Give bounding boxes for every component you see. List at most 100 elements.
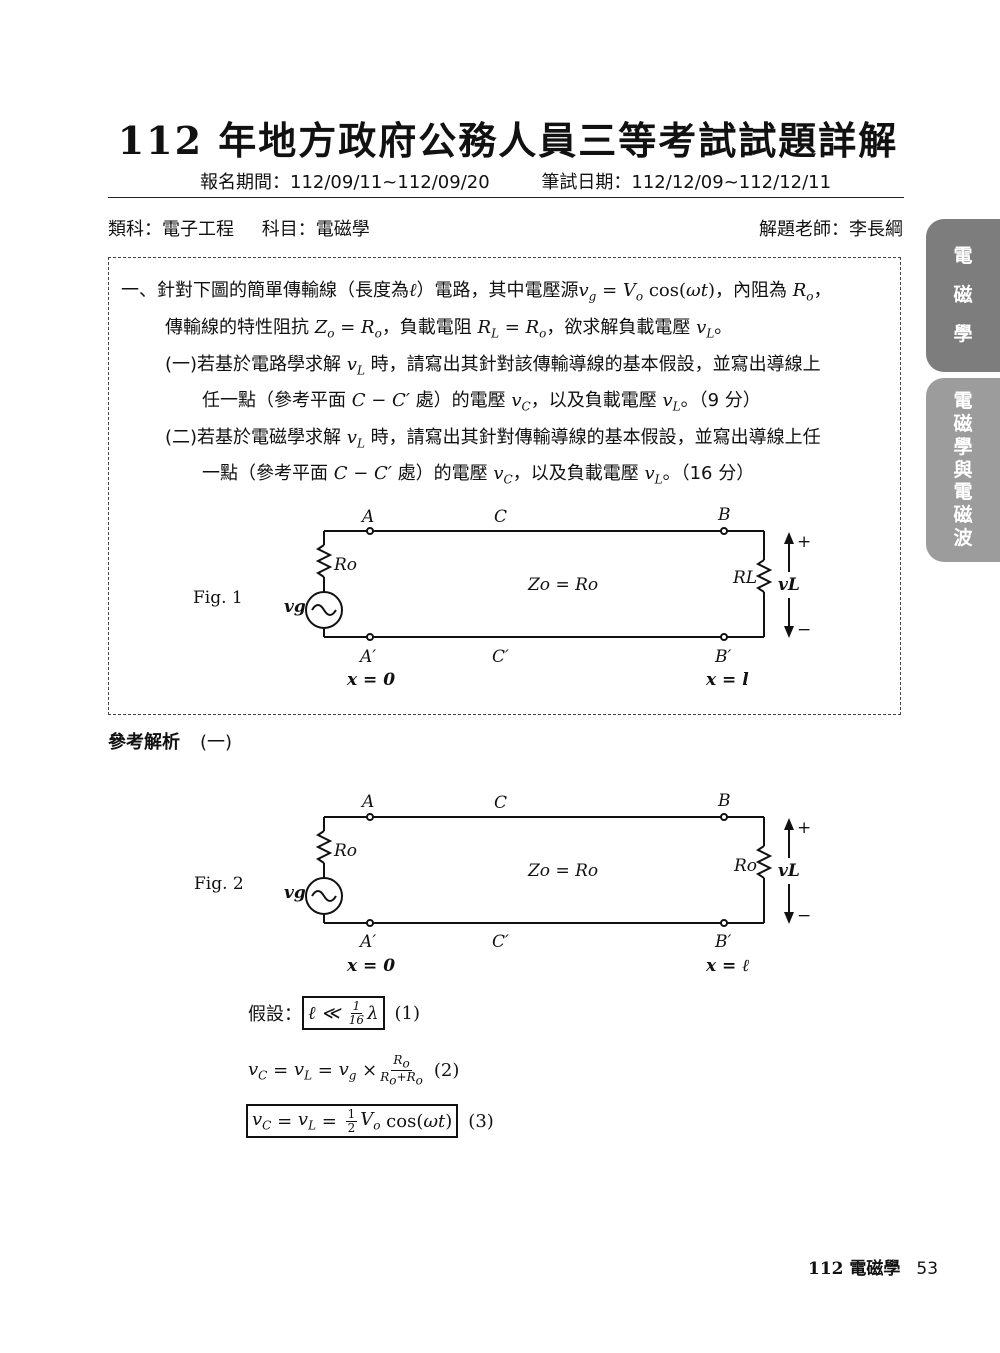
side-tab-electromagnetics[interactable]: 電 磁 學 <box>926 219 1000 372</box>
question-line-2: 傳輸線的特性阻抗 Zo = Ro，負載電阻 RL = Ro，欲求解負載電壓 vL… <box>165 317 733 341</box>
page-title: 112 年地方政府公務人員三等考試試題詳解 <box>117 118 899 163</box>
node-b: B <box>717 505 731 525</box>
eq-tag: (3) <box>468 1110 494 1132</box>
tab-char: 學 <box>953 435 973 458</box>
text: ，以及負載電壓 <box>512 463 639 484</box>
label-xl: x = l <box>705 670 749 690</box>
text: ，負載電阻 <box>381 317 472 338</box>
text: (二)若基於電磁學求解 <box>165 427 342 448</box>
text: 一、針對下圖的簡單傳輸線（長度為 <box>121 280 409 301</box>
minus-sign: − <box>797 906 811 926</box>
text: 處）的電壓 <box>397 463 488 484</box>
tab-char: 與 <box>953 458 973 481</box>
text: ，以及負載電壓 <box>530 390 657 411</box>
label-vg: vg <box>284 883 306 903</box>
tab-char: 磁 <box>953 284 973 307</box>
text: ，內阻為 <box>714 280 787 301</box>
text: 傳輸線的特性阻抗 <box>165 317 309 338</box>
node-a-prime: A′ <box>358 932 376 952</box>
question-line-6: 一點（參考平面 C − C′ 處）的電壓 vC，以及負載電壓 vL。（16 分） <box>202 463 755 487</box>
text: 任一點（參考平面 <box>202 390 346 411</box>
text: ，欲求解負載電壓 <box>546 317 691 338</box>
exam-info: 類科：電子工程 科目：電磁學 <box>108 215 392 241</box>
math-vg: vg <box>578 280 597 304</box>
fig2-label: Fig. 2 <box>194 874 244 894</box>
label-vg: vg <box>284 597 306 617</box>
question-line-5: (二)若基於電磁學求解 vL 時，請寫出其針對傳輸導線的基本假設，並寫出導線上任 <box>165 427 821 451</box>
node-c: C <box>494 793 507 813</box>
text: 時，請寫出其針對傳輸導線的基本假設，並寫出導線上任 <box>370 427 821 448</box>
page-footer: 112 電磁學 53 <box>808 1254 938 1279</box>
teacher: 解題老師：李長綱 <box>759 219 903 240</box>
plus-sign: + <box>797 532 811 552</box>
fig1-label: Fig. 1 <box>193 588 243 608</box>
text: 時，請寫出其針對該傳輸導線的基本假設，並寫出導線上 <box>370 354 821 375</box>
tab-char: 波 <box>953 526 973 549</box>
tab-char: 學 <box>953 322 973 345</box>
text: 一點（參考平面 <box>202 463 328 484</box>
tab-char: 磁 <box>953 413 973 435</box>
tab-char: 電 <box>953 481 973 504</box>
registration-period: 報名期間：112/09/11~112/09/20 <box>200 172 490 193</box>
plus-sign: + <box>797 818 811 838</box>
answer-part: (一) <box>200 732 233 753</box>
math-ell: ℓ <box>409 280 417 301</box>
label-rl: RL <box>732 568 757 588</box>
answer-heading: 參考解析 (一) <box>108 728 232 754</box>
circuit-figure-2: Fig. 2 A C B A′ C′ B′ Ro vg Zo = Ro Ro v… <box>194 791 811 976</box>
node-c-prime: C′ <box>492 932 509 952</box>
question-line-3: (一)若基於電路學求解 vL 時，請寫出其針對該傳輸導線的基本假設，並寫出導線上 <box>165 354 821 378</box>
answer-title: 參考解析 <box>108 732 180 753</box>
node-a-prime: A′ <box>358 647 376 667</box>
question-line-4: 任一點（參考平面 C − C′ 處）的電壓 vC，以及負載電壓 vL。（9 分） <box>202 390 761 414</box>
node-c: C <box>494 507 507 527</box>
label-vl: vL <box>778 861 800 881</box>
node-b-prime: B′ <box>714 647 731 667</box>
node-a: A <box>360 792 374 812</box>
resistor-ro <box>315 544 333 578</box>
text: ， <box>813 280 832 301</box>
label-x0: x = 0 <box>346 670 395 690</box>
resistor-rl <box>755 559 773 593</box>
label-xl: x = ℓ <box>705 956 749 976</box>
node-b: B <box>717 791 731 811</box>
question-box: 一、針對下圖的簡單傳輸線（長度為ℓ）電路，其中電壓源vg = Vo cos(ωt… <box>108 257 901 715</box>
math-ro: Ro <box>792 280 814 304</box>
text: ）電路，其中電壓源 <box>416 280 579 301</box>
book-title: 112 電磁學 <box>808 1259 901 1279</box>
exam-dates: 報名期間：112/09/11~112/09/20 筆試日期：112/12/09~… <box>200 168 877 194</box>
category: 類科：電子工程 <box>108 219 234 240</box>
circuit-figure-1: Fig. 1 A C B A′ C′ B′ Ro vg Zo = Ro RL v… <box>193 505 811 690</box>
tab-char: 磁 <box>953 504 973 527</box>
text: 。（16 分） <box>662 463 755 484</box>
assumption-label: 假設： <box>248 1004 302 1026</box>
label-x0: x = 0 <box>346 956 395 976</box>
node-b-prime: B′ <box>714 932 731 952</box>
page-number: 53 <box>916 1259 939 1279</box>
tab-char: 電 <box>953 245 973 268</box>
node-c-prime: C′ <box>492 647 509 667</box>
text: (一)若基於電路學求解 <box>165 354 342 375</box>
label-ro: Ro <box>333 555 357 575</box>
tab-char: 電 <box>953 390 973 413</box>
exam-date: 筆試日期：112/12/09~112/12/11 <box>541 172 832 193</box>
node-a: A <box>360 507 374 527</box>
label-vl: vL <box>778 575 800 595</box>
header-rule <box>108 197 904 198</box>
text: 。（9 分） <box>680 390 761 411</box>
side-tab-em-waves[interactable]: 電 磁 學 與 電 磁 波 <box>926 378 1000 562</box>
eq-tag: (1) <box>394 1002 421 1024</box>
subject: 科目：電磁學 <box>261 219 370 240</box>
label-zo: Zo = Ro <box>527 861 598 881</box>
text: 處）的電壓 <box>415 390 506 411</box>
eq-tag: (2) <box>433 1059 460 1081</box>
text: 。 <box>714 317 733 338</box>
question-line-1: 一、針對下圖的簡單傳輸線（長度為ℓ）電路，其中電壓源vg = Vo cos(ωt… <box>121 280 832 304</box>
label-rl: Ro <box>733 856 757 876</box>
label-zo: Zo = Ro <box>527 575 598 595</box>
